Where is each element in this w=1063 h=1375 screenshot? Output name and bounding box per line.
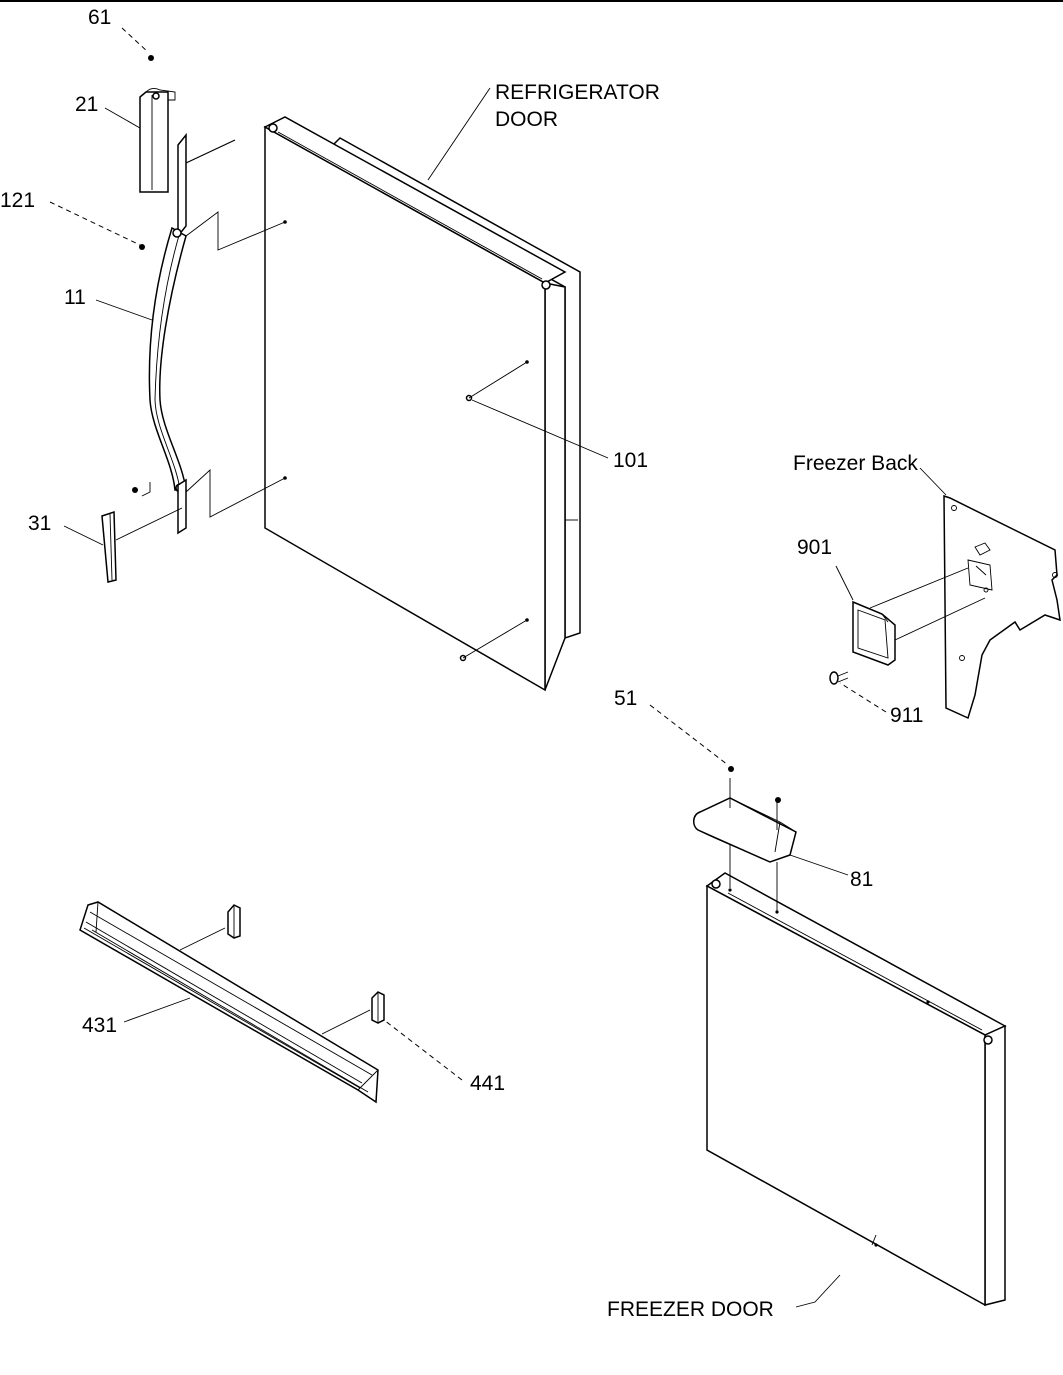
handle-cap-top — [139, 87, 176, 193]
label-431: 431 — [82, 1014, 117, 1037]
handle-bar — [148, 226, 187, 493]
label-51: 51 — [614, 687, 637, 710]
label-441: 441 — [470, 1072, 505, 1095]
door-handle-assembly — [101, 55, 286, 583]
label-911: 911 — [890, 704, 923, 727]
clip-441 — [227, 904, 385, 1024]
label-121: 121 — [0, 189, 35, 212]
part-901-block — [852, 600, 896, 666]
label-61: 61 — [88, 6, 111, 29]
label-freezer-back: Freezer Back — [793, 452, 918, 475]
label-81: 81 — [850, 868, 873, 891]
label-refrigerator-door-line1: REFRIGERATOR — [495, 81, 660, 104]
label-11: 11 — [64, 286, 86, 309]
handle-cap-bottom — [101, 507, 183, 583]
label-refrigerator-door-line2: DOOR — [495, 108, 558, 131]
refrigerator-door — [263, 116, 581, 692]
freezer-back-assembly — [829, 494, 1061, 720]
part-911-screw — [829, 671, 849, 685]
label-freezer-door: FREEZER DOOR — [607, 1298, 774, 1321]
freezer-door — [705, 872, 1007, 1307]
leader-lines — [49, 27, 947, 1308]
label-901: 901 — [797, 536, 832, 559]
label-21: 21 — [75, 93, 98, 116]
freezer-handle-81 — [693, 766, 797, 914]
grille-431 — [79, 901, 379, 1104]
label-31: 31 — [28, 512, 51, 535]
part-labels: 61 21 121 11 31 REFRIGERATOR DOOR 101 Fr… — [0, 6, 923, 1321]
label-101: 101 — [613, 449, 648, 472]
